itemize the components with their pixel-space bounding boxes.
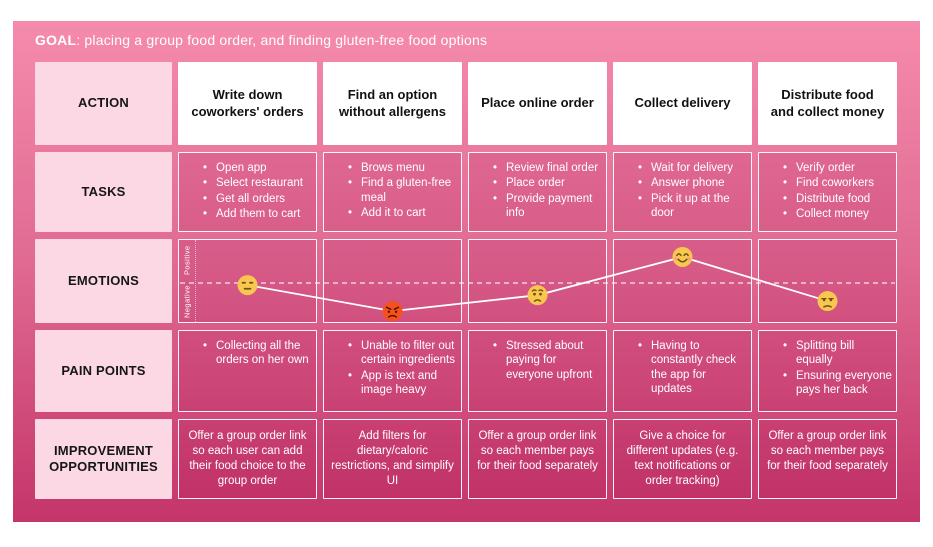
task-item: Add it to cart (348, 206, 457, 221)
pain-cell-4: Having to constantly check the app for u… (613, 330, 752, 412)
improvement-cell-3: Offer a group order link so each member … (468, 419, 607, 499)
pain-list: Splitting bill equally Ensuring everyone… (759, 331, 896, 403)
emotion-cell-1: Positive Negative (178, 239, 317, 323)
action-cell-4: Collect delivery (613, 62, 752, 145)
axis-negative-label: Negative (182, 285, 192, 318)
task-item: Add them to cart (203, 207, 312, 222)
task-item: Provide payment info (493, 192, 602, 221)
task-list: Brows menu Find a gluten-free meal Add i… (324, 153, 461, 226)
pain-list: Unable to filter out certain ingredients… (324, 331, 461, 403)
task-item: Distribute food (783, 192, 892, 207)
task-item: Wait for delivery (638, 161, 747, 176)
improvement-cell-4: Give a choice for different updates (e.g… (613, 419, 752, 499)
pain-list: Collecting all the orders on her own (179, 331, 316, 373)
row-label-action: ACTION (35, 62, 172, 145)
emotion-cell-5 (758, 239, 897, 323)
task-list: Verify order Find coworkers Distribute f… (759, 153, 896, 227)
row-label-tasks: TASKS (35, 152, 172, 232)
task-item: Find a gluten-free meal (348, 176, 457, 205)
emotion-axis: Positive Negative (179, 240, 196, 322)
task-item: Brows menu (348, 161, 457, 176)
task-item: Answer phone (638, 176, 747, 191)
task-item: Find coworkers (783, 176, 892, 191)
tasks-cell-4: Wait for delivery Answer phone Pick it u… (613, 152, 752, 232)
tasks-cell-3: Review final order Place order Provide p… (468, 152, 607, 232)
task-item: Collect money (783, 207, 892, 222)
pain-item: Collecting all the orders on her own (203, 339, 312, 368)
task-list: Wait for delivery Answer phone Pick it u… (614, 153, 751, 226)
action-cell-3: Place online order (468, 62, 607, 145)
row-label-emotions: EMOTIONS (35, 239, 172, 323)
improvement-cell-5: Offer a group order link so each member … (758, 419, 897, 499)
row-label-pain-points: PAIN POINTS (35, 330, 172, 412)
task-item: Verify order (783, 161, 892, 176)
goal-title: GOAL: placing a group food order, and fi… (35, 32, 487, 48)
emotion-cell-4 (613, 239, 752, 323)
pain-cell-5: Splitting bill equally Ensuring everyone… (758, 330, 897, 412)
task-item: Review final order (493, 161, 602, 176)
goal-label: GOAL (35, 32, 77, 48)
pain-list: Stressed about paying for everyone upfro… (469, 331, 606, 387)
row-label-improvement: IMPROVEMENT OPPORTUNITIES (35, 419, 172, 499)
task-list: Review final order Place order Provide p… (469, 153, 606, 226)
action-cell-5: Distribute food and collect money (758, 62, 897, 145)
pain-cell-2: Unable to filter out certain ingredients… (323, 330, 462, 412)
axis-positive-label: Positive (182, 245, 192, 276)
emotion-cell-2 (323, 239, 462, 323)
emotion-cell-3 (468, 239, 607, 323)
improvement-cell-1: Offer a group order link so each user ca… (178, 419, 317, 499)
pain-item: Unable to filter out certain ingredients (348, 339, 457, 368)
pain-item: Ensuring everyone pays her back (783, 369, 892, 398)
pain-item: Stressed about paying for everyone upfro… (493, 339, 602, 382)
improvement-cell-2: Add filters for dietary/caloric restrict… (323, 419, 462, 499)
pain-item: App is text and image heavy (348, 369, 457, 398)
task-item: Pick it up at the door (638, 192, 747, 221)
journey-grid: ACTION Write down coworkers' orders Find… (35, 62, 897, 499)
pain-list: Having to constantly check the app for u… (614, 331, 751, 402)
pain-cell-3: Stressed about paying for everyone upfro… (468, 330, 607, 412)
pain-cell-1: Collecting all the orders on her own (178, 330, 317, 412)
action-cell-2: Find an option without allergens (323, 62, 462, 145)
task-list: Open app Select restaurant Get all order… (179, 153, 316, 227)
task-item: Select restaurant (203, 176, 312, 191)
tasks-cell-2: Brows menu Find a gluten-free meal Add i… (323, 152, 462, 232)
journey-map-canvas: GOAL: placing a group food order, and fi… (13, 21, 920, 522)
task-item: Place order (493, 176, 602, 191)
tasks-cell-5: Verify order Find coworkers Distribute f… (758, 152, 897, 232)
pain-item: Splitting bill equally (783, 339, 892, 368)
action-cell-1: Write down coworkers' orders (178, 62, 317, 145)
task-item: Open app (203, 161, 312, 176)
pain-item: Having to constantly check the app for u… (638, 339, 747, 397)
task-item: Get all orders (203, 192, 312, 207)
goal-text: : placing a group food order, and findin… (76, 32, 488, 48)
tasks-cell-1: Open app Select restaurant Get all order… (178, 152, 317, 232)
